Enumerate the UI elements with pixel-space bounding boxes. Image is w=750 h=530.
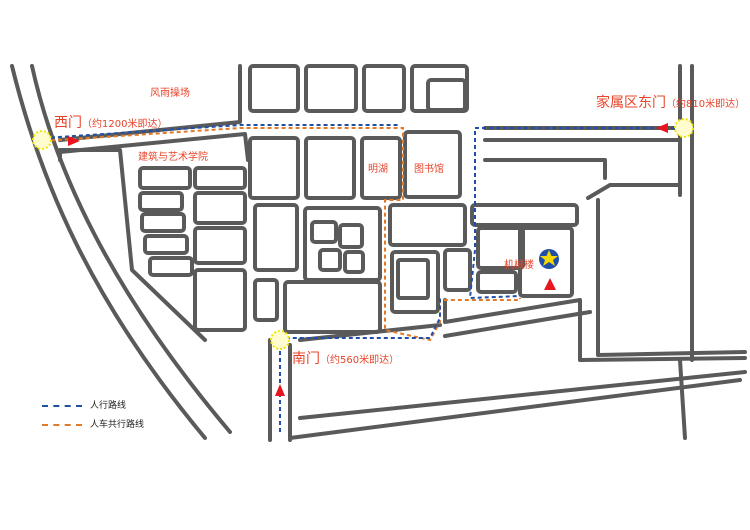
west-gate-distance: （约1200米即达） <box>82 119 168 130</box>
south-gate-distance: （约560米即达） <box>320 355 400 366</box>
south-gate-name: 南门 <box>292 351 320 367</box>
shared-route <box>43 127 521 342</box>
arrow-icon <box>68 123 668 396</box>
legend-shared-line <box>42 424 82 426</box>
star-icon <box>539 249 559 269</box>
east-gate-marker <box>674 118 694 138</box>
legend-walk-label: 人行路线 <box>90 401 127 411</box>
field-label: 风雨操场 <box>150 88 190 99</box>
arts-college-label: 建筑与艺术学院 <box>138 152 208 163</box>
library-label: 图书馆 <box>414 164 444 175</box>
west-gate-label: 西门（约1200米即达） <box>54 112 167 132</box>
south-gate-marker <box>270 330 290 350</box>
west-gate-name: 西门 <box>54 115 82 131</box>
west-gate-marker <box>32 130 52 150</box>
legend-walk-line <box>42 405 82 407</box>
mech-building-label: 机械楼 <box>504 260 534 271</box>
east-gate-distance: （约810米即达） <box>666 99 746 110</box>
east-gate-label: 家属区东门（约810米即达） <box>596 92 745 112</box>
legend-shared-label: 人车共行路线 <box>90 420 145 430</box>
road-network <box>10 64 747 442</box>
south-gate-label: 南门（约560米即达） <box>292 348 399 368</box>
lake-label: 明湖 <box>368 164 388 175</box>
walk-route <box>43 124 682 432</box>
east-gate-name: 家属区东门 <box>596 95 666 111</box>
